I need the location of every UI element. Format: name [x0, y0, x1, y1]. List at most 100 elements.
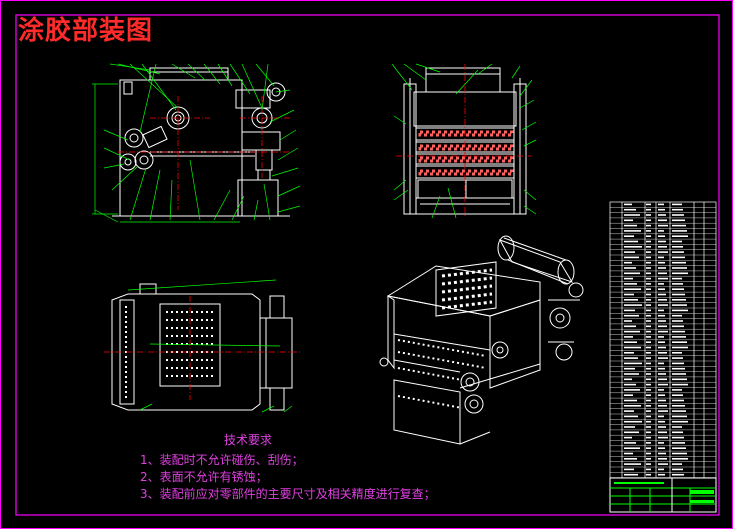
parts-list-cell-mark: [624, 362, 642, 365]
parts-list-cell-mark: [658, 251, 668, 253]
parts-list-cell-mark: [646, 261, 651, 264]
parts-list-cell-mark: [624, 224, 637, 227]
parts-list-cell-mark: [646, 304, 651, 306]
parts-list-cell-mark: [672, 367, 685, 370]
parts-list-cell-mark: [672, 452, 687, 455]
parts-list-cell-mark: [672, 357, 683, 359]
parts-list-cell-mark: [646, 251, 651, 253]
isometric-grid-block: [441, 268, 493, 310]
parts-list-cell-mark: [658, 256, 664, 259]
parts-list-cell-mark: [672, 219, 685, 222]
parts-list-cell-mark: [658, 304, 668, 306]
parts-list-cell-mark: [658, 468, 664, 471]
parts-list-cell-mark: [624, 288, 641, 290]
parts-list-cell-mark: [646, 330, 651, 333]
parts-list-cell-mark: [658, 389, 664, 391]
parts-list-cell-mark: [646, 389, 651, 391]
parts-list-cell-mark: [624, 336, 633, 338]
parts-list-cell-mark: [658, 283, 664, 285]
parts-list-cell-mark: [646, 325, 651, 328]
parts-list-cell-mark: [658, 394, 665, 396]
front-view: [112, 67, 290, 217]
parts-list-cell-mark: [624, 473, 638, 476]
parts-list-cell-mark: [658, 458, 667, 460]
parts-list-cell-mark: [646, 208, 651, 211]
parts-list-cell-mark: [646, 235, 651, 237]
parts-list-cell-mark: [624, 299, 638, 301]
parts-list-cell-mark: [624, 452, 633, 455]
parts-list-cell-mark: [658, 373, 666, 375]
parts-list-cell-mark: [646, 357, 651, 359]
parts-list-cell-mark: [658, 399, 666, 402]
parts-list-cell-mark: [672, 352, 682, 354]
parts-list-cell-mark: [646, 463, 651, 465]
parts-list-cell-mark: [646, 373, 651, 375]
parts-list-cell-mark: [658, 415, 664, 418]
parts-list-cell-mark: [658, 452, 666, 455]
parts-list-cell-mark: [658, 309, 664, 312]
parts-list-cell-mark: [672, 277, 682, 280]
parts-list-cell-mark: [646, 399, 651, 402]
parts-list-cell-mark: [646, 436, 651, 439]
parts-list-cell-mark: [624, 251, 635, 253]
parts-list-cell-mark: [672, 383, 688, 386]
parts-list-cell-mark: [658, 362, 664, 365]
parts-list-cell-mark: [646, 394, 651, 396]
parts-list-cell-mark: [646, 293, 651, 296]
parts-list-cell-mark: [624, 283, 637, 285]
parts-list-cell-mark: [646, 299, 651, 301]
parts-list-cell-mark: [624, 458, 637, 460]
parts-list-cell-mark: [646, 320, 651, 322]
parts-list-cell-mark: [672, 399, 684, 402]
parts-list-cell-mark: [646, 219, 651, 222]
parts-list-cell-mark: [646, 452, 651, 455]
parts-list-cell-mark: [624, 235, 634, 237]
parts-list-cell-mark: [672, 410, 686, 412]
side-view-dots: [418, 130, 514, 176]
parts-list-cell-mark: [646, 473, 651, 476]
parts-list-cell-mark: [624, 415, 638, 418]
parts-list-cell-mark: [658, 288, 665, 290]
requirements-heading: 技术要求: [224, 433, 273, 447]
parts-list-cell-mark: [624, 420, 642, 423]
parts-list-cell-mark: [658, 336, 664, 338]
parts-list-cell-mark: [658, 420, 665, 423]
parts-list-cell-mark: [672, 240, 682, 243]
parts-list-cell-mark: [646, 267, 651, 269]
parts-list-cell-mark: [646, 415, 651, 418]
isometric-rollers: [397, 339, 487, 409]
parts-list-cell-mark: [646, 230, 651, 232]
parts-list-cell-mark: [672, 230, 687, 232]
parts-list-cell-mark: [624, 378, 632, 381]
parts-list-cell-mark: [646, 203, 651, 206]
parts-list-cell-mark: [646, 224, 651, 227]
parts-list-cell-mark: [658, 203, 664, 206]
parts-list-cell-mark: [672, 378, 687, 381]
parts-list-cell-mark: [624, 203, 632, 206]
parts-list-cell-mark: [658, 214, 666, 216]
drawing-frame: [15, 14, 720, 516]
parts-list-cell-mark: [658, 219, 667, 222]
parts-list-cell-mark: [624, 261, 632, 264]
parts-list-cell-mark: [646, 240, 651, 243]
parts-list-cell-mark: [658, 346, 666, 349]
parts-list-cell-mark: [624, 442, 636, 444]
side-view-leaders: [391, 63, 537, 219]
isometric-view: [379, 235, 584, 445]
parts-list-cell-mark: [624, 352, 634, 354]
parts-list-cell-mark: [672, 251, 684, 253]
parts-list-cell-mark: [646, 447, 651, 449]
drawing-title: 涂胶部装图: [18, 16, 154, 46]
parts-list-cell-mark: [672, 293, 685, 296]
parts-list-cell-mark: [646, 362, 651, 365]
parts-list-cell-mark: [646, 277, 651, 280]
parts-list-cell-mark: [646, 314, 651, 317]
parts-list-cell-mark: [672, 288, 684, 290]
parts-list-cell-mark: [646, 346, 651, 349]
parts-list-cell-mark: [658, 410, 668, 412]
parts-list-cell-mark: [658, 277, 668, 280]
parts-list-cell-mark: [646, 214, 651, 216]
top-view-leaders: [127, 279, 293, 413]
parts-list-cell-mark: [672, 431, 683, 434]
parts-list-cell-mark: [646, 458, 651, 460]
